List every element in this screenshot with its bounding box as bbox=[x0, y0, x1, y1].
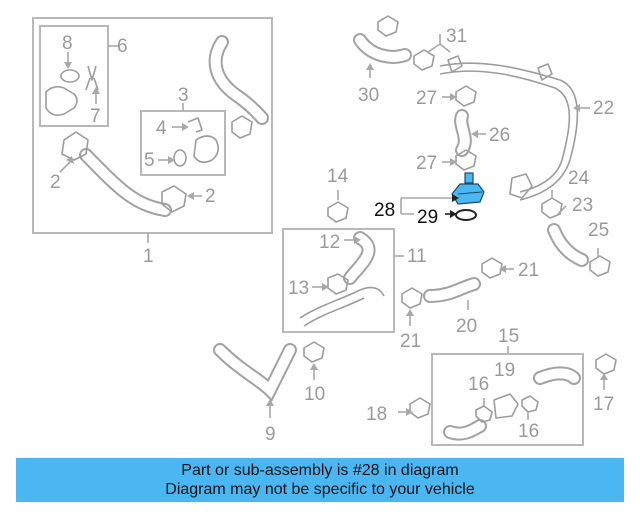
clamp-part-21a bbox=[481, 257, 503, 279]
pump-part-3 bbox=[193, 135, 220, 164]
callout-6: 6 bbox=[117, 36, 128, 57]
callout-4: 4 bbox=[156, 118, 167, 139]
coolant-pipe-part-22 bbox=[439, 62, 579, 201]
clamp-part-2a bbox=[61, 131, 89, 161]
callout-13: 13 bbox=[288, 278, 309, 299]
callout-24: 24 bbox=[568, 168, 590, 189]
clamp-part-25 bbox=[589, 255, 611, 277]
clamp-part-27b bbox=[455, 149, 477, 171]
o-ring-part-8 bbox=[60, 69, 80, 83]
callout-16b: 16 bbox=[518, 421, 539, 442]
callout-15: 15 bbox=[498, 326, 519, 347]
callout-22: 22 bbox=[593, 98, 614, 119]
callout-21a: 21 bbox=[518, 260, 539, 281]
gasket-part-5 bbox=[173, 149, 187, 167]
bracket-part-4 bbox=[187, 117, 203, 133]
callout-27a: 27 bbox=[416, 88, 437, 109]
callout-28[interactable]: 28 bbox=[374, 200, 395, 221]
callout-11: 11 bbox=[407, 246, 427, 267]
hose-connector-part bbox=[45, 85, 78, 116]
group-11-frame bbox=[282, 228, 395, 333]
clamp-part-17 bbox=[595, 353, 617, 375]
callout-9: 9 bbox=[265, 424, 276, 445]
coolant-pipe-part-13 bbox=[299, 286, 385, 327]
clamp-part-2b bbox=[161, 185, 187, 213]
banner-line-2: Diagram may not be specific to your vehi… bbox=[165, 481, 475, 498]
callout-10: 10 bbox=[304, 384, 325, 405]
fitting-part-22b bbox=[509, 173, 533, 199]
clip-part-7 bbox=[85, 65, 99, 91]
clamp-part-g1 bbox=[231, 115, 253, 139]
group-6-frame bbox=[39, 25, 109, 127]
callout-23: 23 bbox=[572, 195, 593, 216]
highlighted-part-28[interactable] bbox=[451, 172, 485, 205]
clamp-part-27a bbox=[455, 85, 477, 107]
banner-line-1: Part or sub-assembly is #28 in diagram bbox=[181, 462, 459, 479]
callout-2a: 2 bbox=[50, 172, 61, 193]
callout-30: 30 bbox=[358, 85, 379, 106]
callout-1: 1 bbox=[143, 246, 154, 267]
connector-part-19 bbox=[493, 393, 519, 419]
callout-12: 12 bbox=[319, 232, 340, 253]
callout-16a: 16 bbox=[468, 374, 489, 395]
clamp-part-14 bbox=[327, 201, 349, 223]
clamp-part-24 bbox=[541, 197, 563, 219]
callout-31: 31 bbox=[446, 26, 467, 47]
callout-8: 8 bbox=[62, 33, 73, 54]
callout-5: 5 bbox=[144, 150, 155, 171]
info-banner: Part or sub-assembly is #28 in diagram D… bbox=[16, 458, 624, 502]
callout-27b: 27 bbox=[416, 153, 437, 174]
callout-2b: 2 bbox=[205, 186, 216, 207]
clamp-part-21b bbox=[401, 287, 423, 309]
callout-7: 7 bbox=[90, 106, 101, 127]
clamp-part-18 bbox=[409, 397, 431, 419]
clamp-part-30a bbox=[377, 15, 399, 37]
callout-14: 14 bbox=[327, 166, 349, 187]
group-1-frame bbox=[32, 17, 273, 234]
clamp-part-10 bbox=[303, 341, 325, 363]
callout-25: 25 bbox=[588, 220, 609, 241]
callout-26: 26 bbox=[489, 125, 510, 146]
callout-3: 3 bbox=[178, 85, 189, 106]
callout-29[interactable]: 29 bbox=[417, 207, 438, 228]
clamp-part-16b bbox=[521, 395, 539, 413]
callout-21b: 21 bbox=[400, 331, 421, 352]
o-ring-part-29[interactable] bbox=[455, 209, 477, 221]
callout-20: 20 bbox=[456, 316, 477, 337]
callout-18: 18 bbox=[366, 404, 387, 425]
callout-17: 17 bbox=[593, 394, 614, 415]
clamp-part-31 bbox=[413, 49, 435, 71]
callout-19: 19 bbox=[494, 360, 515, 381]
